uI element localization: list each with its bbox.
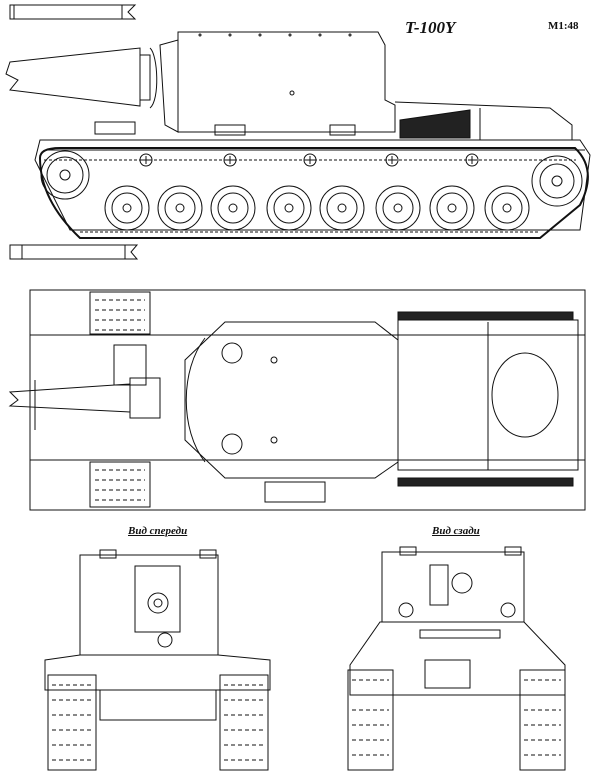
- gun-barrel-top: [10, 378, 160, 430]
- front-track-right: [220, 675, 268, 770]
- rear-track-left: [348, 670, 393, 770]
- casemate-roof: [185, 322, 398, 478]
- rear-view-caption: Вид сзади: [432, 525, 480, 537]
- drive-sprocket: [41, 151, 89, 199]
- gun-barrel-side: [6, 48, 157, 108]
- front-track-left: [48, 675, 96, 770]
- idler-wheel: [532, 156, 582, 206]
- track-top-left: [90, 292, 150, 334]
- rear-view: [348, 547, 565, 770]
- rear-track-right: [520, 670, 565, 770]
- scale-label: M1:48: [548, 20, 579, 32]
- engine-deck-top: [398, 312, 578, 486]
- road-wheels: [105, 186, 529, 230]
- hull-side: [35, 122, 590, 230]
- engine-deck: [395, 102, 572, 140]
- side-view: [6, 5, 590, 259]
- casemate: [160, 32, 395, 132]
- top-view: [10, 290, 585, 510]
- barrel-detail-middle: [10, 245, 137, 259]
- front-view-caption: Вид спереди: [128, 525, 188, 537]
- barrel-detail-top: [10, 5, 135, 19]
- drawing-title: T-100Y: [405, 18, 456, 37]
- front-view: [45, 550, 270, 770]
- track-side: [40, 148, 588, 238]
- track-top-right: [90, 462, 150, 507]
